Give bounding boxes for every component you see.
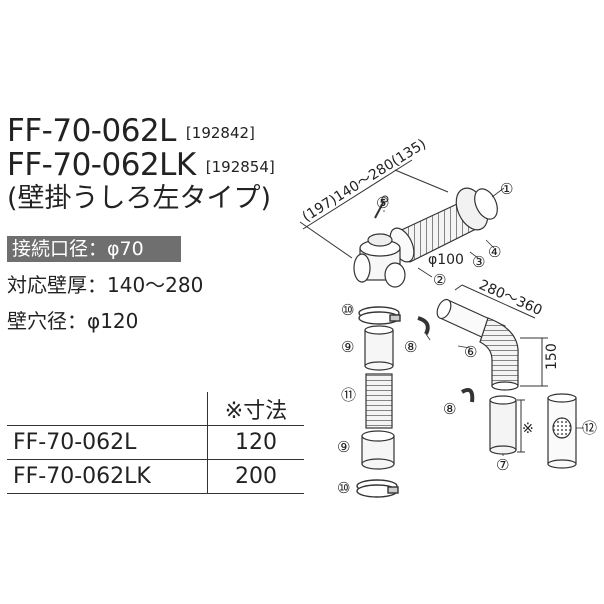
table-header-blank — [7, 392, 208, 426]
table-header-row: ※寸法 — [7, 392, 304, 426]
clamp-band-top — [358, 306, 401, 325]
part-label-8b: ⑧ — [443, 400, 456, 418]
model-title-2: FF-70-062LK [192854] — [7, 148, 275, 184]
part-label-7: ⑦ — [496, 456, 509, 474]
extension-dimension-label: ※ — [522, 421, 534, 437]
flex-hose — [365, 373, 393, 429]
dimension-table: ※寸法 FF-70-062L 120 FF-70-062LK 200 — [7, 392, 304, 494]
diameter-label: φ100 — [428, 252, 464, 268]
extension-dimension — [517, 399, 525, 453]
part-label-5: ⑤ — [376, 194, 389, 212]
model-code-2: [192854] — [205, 158, 275, 176]
wall-pipe-assembly — [353, 187, 498, 288]
table-cell-value: 200 — [207, 459, 304, 494]
part-label-8a: ⑧ — [404, 338, 417, 356]
part-label-10a: ⑩ — [341, 301, 354, 319]
part-label-9b: ⑨ — [337, 438, 350, 456]
height-dimension-label: 150 — [544, 343, 560, 370]
elbow-pipe — [436, 298, 519, 391]
height-dimension — [520, 337, 548, 387]
top-dimension-label: (197)140〜280(135) — [300, 136, 430, 225]
model-name-1: FF-70-062L — [7, 113, 176, 149]
joint-upper — [364, 325, 394, 371]
part-label-10b: ⑩ — [337, 479, 350, 497]
table-cell-model: FF-70-062LK — [7, 459, 208, 494]
part-label-3: ③ — [472, 253, 485, 271]
joint-lower — [361, 430, 395, 470]
pipe-dimension — [454, 284, 536, 319]
part-label-2: ② — [433, 271, 446, 289]
wall-thickness-spec: 対応壁厚：140〜280 — [7, 273, 204, 297]
clip-part-lower — [460, 388, 475, 403]
table-header-dimension: ※寸法 — [207, 392, 304, 426]
model-code-1: [192842] — [185, 124, 255, 142]
clip-part-upper — [417, 316, 430, 335]
part-label-11: ⑪ — [341, 386, 356, 404]
hole-diameter-spec: 壁穴径：φ120 — [7, 309, 139, 333]
top-dimension — [299, 159, 449, 259]
model-title-1: FF-70-062L [192842] — [7, 114, 255, 150]
leader-lines — [383, 187, 584, 456]
part-label-1: ① — [500, 180, 513, 198]
table-cell-value: 120 — [207, 425, 304, 460]
clamp-band-bottom — [356, 479, 399, 498]
table-row: FF-70-062L 120 — [7, 425, 304, 460]
vent-terminal — [547, 393, 577, 469]
connection-diameter-badge: 接続口径：φ70 — [7, 236, 181, 262]
type-subtitle: (壁掛うしろ左タイプ) — [7, 183, 272, 214]
part-label-6: ⑥ — [464, 343, 477, 361]
table-cell-model: FF-70-062L — [7, 425, 208, 460]
screw-part — [374, 195, 389, 219]
part-label-12: ⑫ — [582, 419, 597, 437]
part-label-4: ④ — [488, 243, 501, 261]
table-row: FF-70-062LK 200 — [7, 459, 304, 494]
extension-pipe — [489, 395, 517, 455]
model-name-2: FF-70-062LK — [7, 147, 196, 183]
part-label-9a: ⑨ — [341, 338, 354, 356]
pipe-dimension-label: 280〜360 — [476, 277, 544, 319]
